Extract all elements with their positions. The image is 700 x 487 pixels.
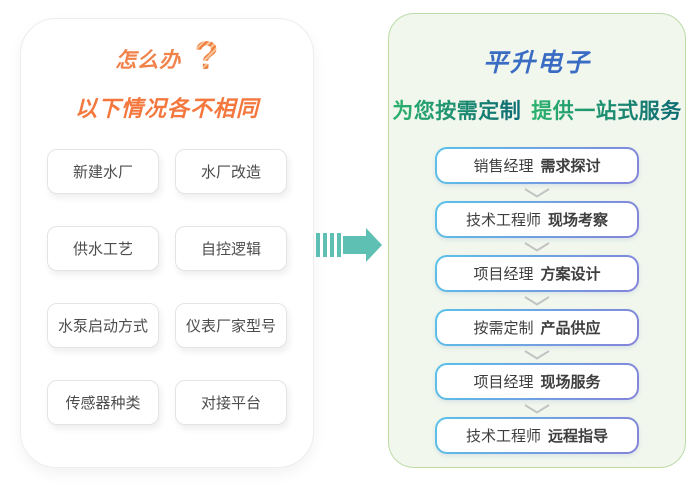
situation-box: 水泵启动方式 — [47, 303, 159, 348]
situation-box: 传感器种类 — [47, 380, 159, 425]
solution-subtitle-part1: 为您按需定制 — [392, 95, 521, 125]
situation-box: 对接平台 — [175, 380, 287, 425]
chevron-down-icon — [524, 296, 550, 306]
flow-arrow-right-icon — [316, 227, 382, 263]
service-flow: 销售经理需求探讨技术工程师现场考察项目经理方案设计按需定制产品供应项目经理现场服… — [389, 147, 685, 454]
situation-box: 供水工艺 — [47, 226, 159, 271]
step-action: 需求探讨 — [540, 158, 601, 175]
step-action: 产品供应 — [540, 320, 601, 337]
chevron-down-icon — [524, 350, 550, 360]
service-step-label: 项目经理方案设计 — [437, 257, 637, 290]
problems-title: 怎么办 — [115, 49, 182, 72]
situation-box: 仪表厂家型号 — [175, 303, 287, 348]
service-step-label: 技术工程师现场考察 — [437, 203, 637, 236]
service-step: 销售经理需求探讨 — [435, 147, 639, 184]
step-role: 技术工程师 — [465, 212, 541, 229]
situation-grid: 新建水厂水厂改造供水工艺自控逻辑水泵启动方式仪表厂家型号传感器种类对接平台 — [21, 149, 313, 425]
service-step: 项目经理现场服务 — [435, 363, 639, 400]
step-action: 现场考察 — [548, 212, 609, 229]
chevron-down-icon — [524, 188, 550, 198]
step-action: 现场服务 — [540, 374, 601, 391]
service-step-label: 项目经理现场服务 — [437, 365, 637, 398]
step-role: 销售经理 — [473, 158, 534, 175]
solution-subtitle: 为您按需定制 提供一站式服务 — [389, 95, 685, 125]
service-step: 技术工程师现场考察 — [435, 201, 639, 238]
situation-box: 自控逻辑 — [175, 226, 287, 271]
problems-panel: 怎么办 ? 以下情况各不相同 新建水厂水厂改造供水工艺自控逻辑水泵启动方式仪表厂… — [20, 18, 314, 468]
situation-box: 新建水厂 — [47, 149, 159, 194]
company-title: 平升电子 — [482, 49, 591, 77]
step-action: 方案设计 — [540, 266, 601, 283]
solution-subtitle-part2: 提供一站式服务 — [531, 95, 682, 125]
question-mark-icon: ? — [194, 34, 219, 78]
solution-panel: 平升电子 为您按需定制 提供一站式服务 销售经理需求探讨技术工程师现场考察项目经… — [388, 13, 686, 468]
service-step: 项目经理方案设计 — [435, 255, 639, 292]
chevron-down-icon — [524, 242, 550, 252]
step-role: 项目经理 — [473, 374, 534, 391]
service-step-label: 按需定制产品供应 — [437, 311, 637, 344]
service-step-label: 销售经理需求探讨 — [437, 149, 637, 182]
situation-box: 水厂改造 — [175, 149, 287, 194]
service-step: 技术工程师远程指导 — [435, 417, 639, 454]
service-step: 按需定制产品供应 — [435, 309, 639, 346]
step-role: 技术工程师 — [465, 428, 541, 445]
service-step-label: 技术工程师远程指导 — [437, 419, 637, 452]
problems-subtitle: 以下情况各不相同 — [74, 96, 259, 121]
chevron-down-icon — [524, 404, 550, 414]
problems-title-row: 怎么办 ? — [21, 34, 313, 81]
step-role: 按需定制 — [473, 320, 534, 337]
step-action: 远程指导 — [548, 428, 609, 445]
step-role: 项目经理 — [473, 266, 534, 283]
